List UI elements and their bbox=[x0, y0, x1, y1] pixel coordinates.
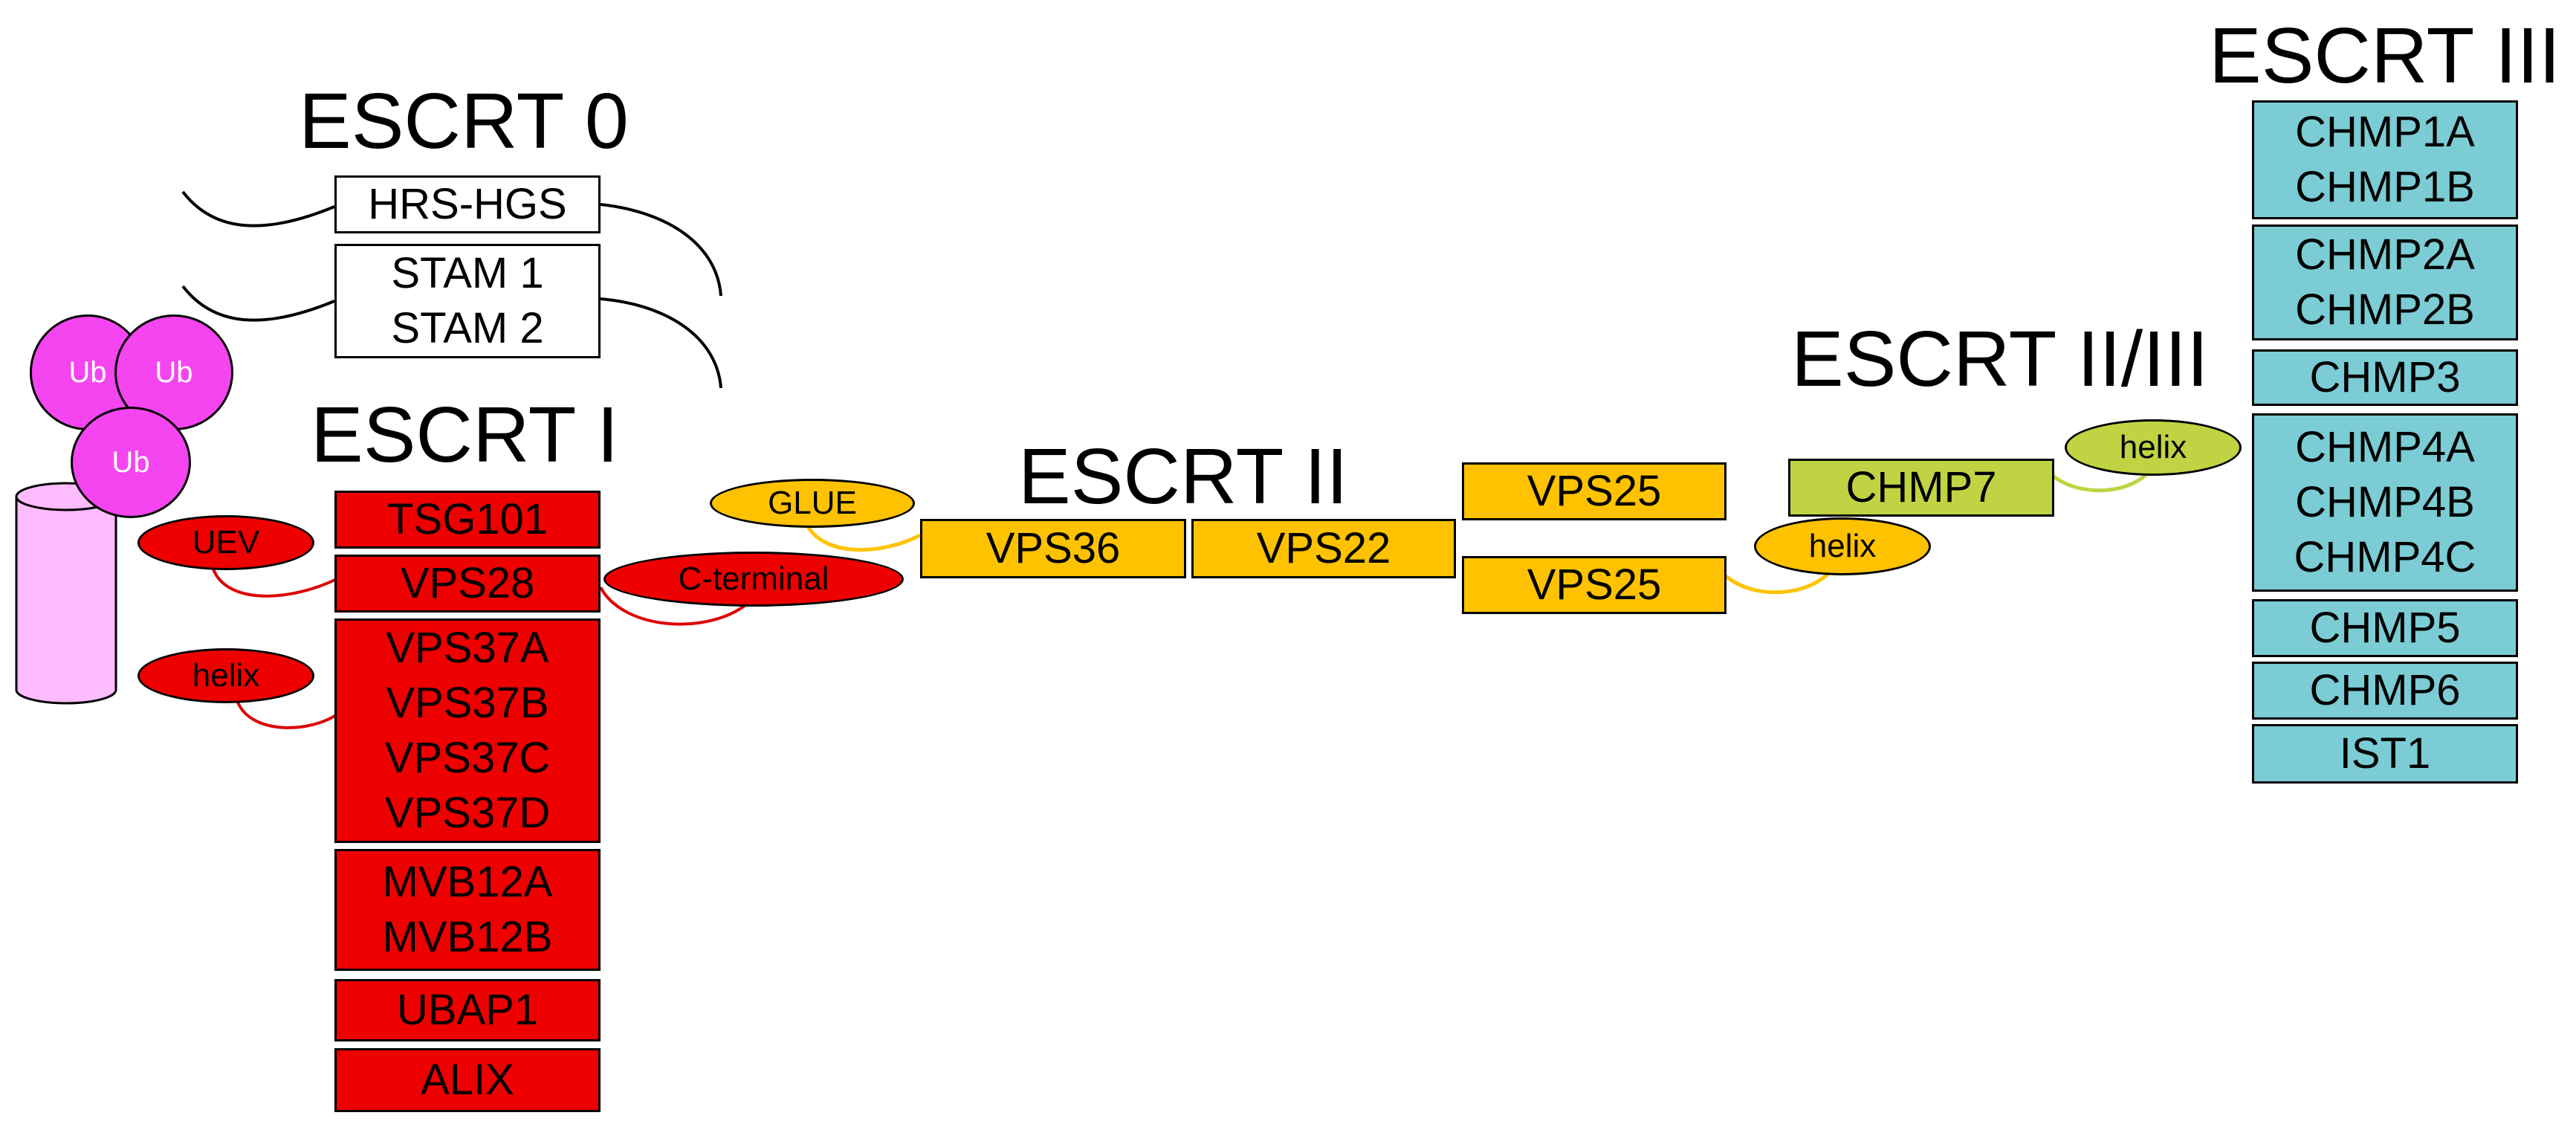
protein-name: CHMP4C bbox=[2294, 533, 2476, 582]
ubiquitin-3: Ub bbox=[71, 407, 191, 518]
membrane-cylinder bbox=[15, 482, 117, 705]
chmp6-box: CHMP6 bbox=[2252, 662, 2518, 720]
chmp2-box: CHMP2A CHMP2B bbox=[2252, 225, 2518, 340]
ist1-box: IST1 bbox=[2252, 724, 2518, 784]
hrs-right-arc bbox=[600, 203, 722, 297]
helix-domain-green: helix bbox=[2065, 419, 2242, 476]
protein-name: VPS37D bbox=[384, 789, 551, 838]
protein-name: VPS37C bbox=[384, 734, 551, 782]
chmp7-helix-linker bbox=[2051, 467, 2154, 493]
vps25-helix-linker bbox=[1724, 567, 1834, 595]
protein-name: VPS22 bbox=[1256, 523, 1391, 572]
vps28-box: VPS28 bbox=[334, 555, 601, 613]
hrs-left-arc bbox=[181, 190, 335, 227]
stam-right-arc bbox=[600, 297, 722, 389]
protein-name: STAM 1 bbox=[391, 248, 544, 297]
cterminal-domain: C-terminal bbox=[603, 552, 904, 607]
helix-linker bbox=[236, 702, 340, 729]
chmp1-box: CHMP1A CHMP1B bbox=[2252, 100, 2518, 219]
protein-name: CHMP2A bbox=[2295, 230, 2475, 279]
ubap1-box: UBAP1 bbox=[334, 979, 601, 1041]
protein-name: VPS37A bbox=[386, 623, 549, 672]
protein-name: HRS-HGS bbox=[368, 179, 567, 228]
protein-name: CHMP3 bbox=[2309, 352, 2461, 401]
ubiquitin-2: Ub bbox=[114, 314, 233, 430]
helix-domain-yellow: helix bbox=[1754, 517, 1931, 575]
hrs-hgs-box: HRS-HGS bbox=[334, 175, 601, 233]
protein-name: MVB12B bbox=[382, 913, 553, 961]
protein-name: CHMP6 bbox=[2309, 665, 2461, 714]
uev-linker bbox=[210, 564, 339, 598]
protein-name: CHMP4A bbox=[2295, 422, 2475, 471]
protein-name: UBAP1 bbox=[396, 985, 539, 1034]
protein-name: VPS37B bbox=[386, 678, 549, 727]
mvb12-box: MVB12A MVB12B bbox=[334, 849, 601, 971]
protein-name: ALIX bbox=[421, 1055, 514, 1104]
glue-linker bbox=[804, 523, 922, 552]
uev-domain: UEV bbox=[137, 515, 314, 570]
chmp3-box: CHMP3 bbox=[2252, 349, 2518, 406]
escrt3-title: ESCRT III bbox=[2209, 12, 2561, 100]
protein-name: CHMP1A bbox=[2295, 107, 2475, 156]
vps37-box: VPS37A VPS37B VPS37C VPS37D bbox=[334, 618, 601, 843]
cterminal-linker bbox=[599, 587, 752, 626]
vps36-box: VPS36 bbox=[920, 519, 1186, 578]
helix-domain-red: helix bbox=[137, 648, 314, 703]
escrt0-title: ESCRT 0 bbox=[299, 77, 629, 165]
protein-name: TSG101 bbox=[387, 494, 548, 543]
protein-name: CHMP1B bbox=[2295, 163, 2475, 211]
tsg101-box: TSG101 bbox=[334, 491, 601, 549]
escrt1-title: ESCRT I bbox=[311, 391, 619, 479]
vps25-bottom-box: VPS25 bbox=[1462, 556, 1726, 614]
chmp5-box: CHMP5 bbox=[2252, 599, 2518, 657]
protein-name: CHMP4B bbox=[2295, 477, 2475, 526]
chmp4-box: CHMP4A CHMP4B CHMP4C bbox=[2252, 413, 2518, 592]
alix-box: ALIX bbox=[334, 1048, 601, 1112]
protein-name: VPS36 bbox=[986, 523, 1121, 572]
protein-name: VPS28 bbox=[400, 558, 535, 607]
protein-name: MVB12A bbox=[382, 857, 553, 906]
protein-name: VPS25 bbox=[1527, 560, 1662, 609]
glue-domain: GLUE bbox=[710, 479, 915, 528]
protein-name: STAM 2 bbox=[391, 304, 544, 352]
vps25-top-box: VPS25 bbox=[1462, 462, 1726, 520]
protein-name: CHMP7 bbox=[1845, 462, 1997, 511]
escrt2-title: ESCRT II bbox=[1018, 433, 1348, 520]
protein-name: CHMP2B bbox=[2295, 285, 2475, 334]
protein-name: CHMP5 bbox=[2309, 603, 2461, 652]
escrt23-title: ESCRT II/III bbox=[1791, 315, 2209, 403]
vps22-box: VPS22 bbox=[1191, 519, 1456, 578]
stam-box: STAM 1 STAM 2 bbox=[334, 244, 601, 358]
stam-left-arc bbox=[181, 285, 335, 322]
protein-name: IST1 bbox=[2339, 729, 2431, 778]
chmp7-box: CHMP7 bbox=[1788, 459, 2054, 517]
protein-name: VPS25 bbox=[1527, 466, 1662, 515]
